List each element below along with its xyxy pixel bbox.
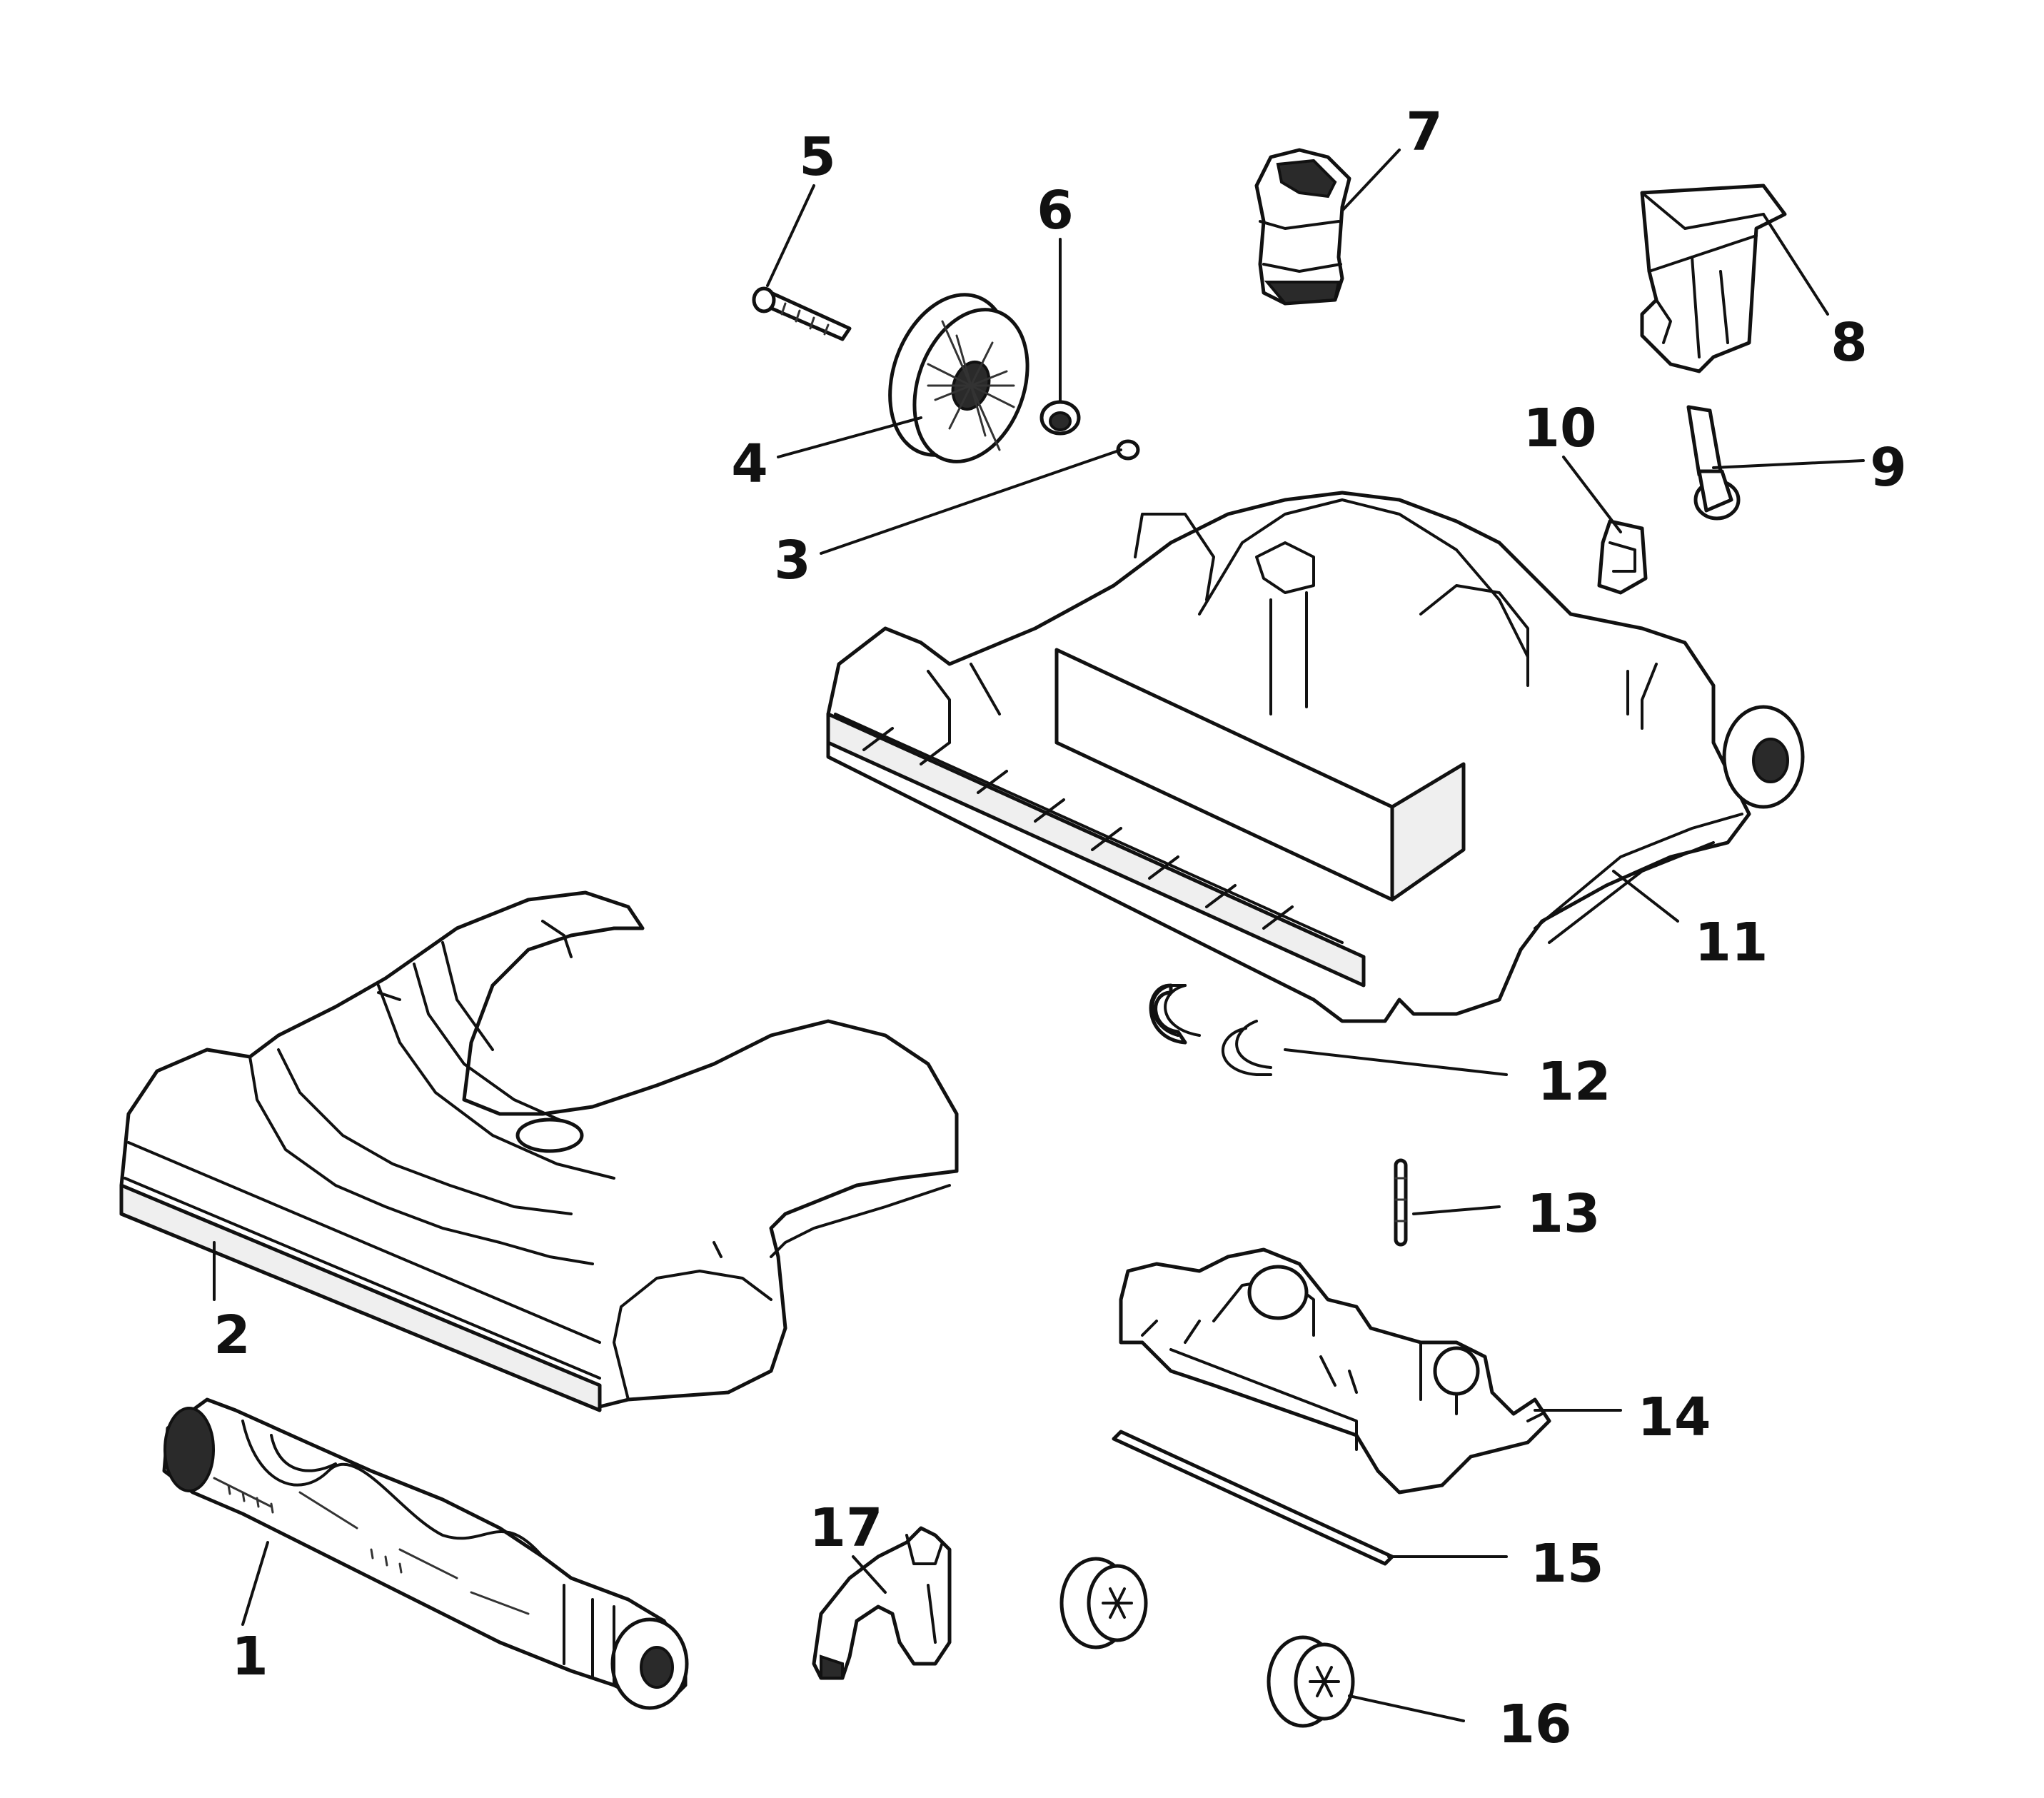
callout-10: 10: [1524, 398, 1597, 459]
callout-4: 4: [731, 433, 768, 495]
part-11-base-frame: [826, 491, 1805, 1045]
leader-9: [1712, 459, 1865, 469]
callout-15: 15: [1531, 1533, 1604, 1594]
part-12-clips: [1164, 984, 1272, 1076]
part-17-bracket: [812, 1526, 952, 1680]
part-2-hood: [119, 890, 959, 1412]
part-8-cover: [1640, 184, 1787, 373]
callout-7: 7: [1406, 101, 1443, 163]
wheel-unlabeled: [1059, 1557, 1148, 1649]
leader-3: [820, 448, 1122, 555]
part-14-carriage: [1119, 1247, 1551, 1495]
part-6-plug: [1039, 400, 1081, 436]
callout-2: 2: [213, 1305, 251, 1366]
callout-17: 17: [810, 1497, 883, 1559]
leader-4: [777, 416, 922, 458]
part-4-wheel: [888, 293, 1029, 463]
callout-11: 11: [1695, 912, 1768, 973]
leader-12: [1284, 1048, 1508, 1076]
callout-14: 14: [1638, 1387, 1711, 1448]
callout-16: 16: [1499, 1694, 1572, 1755]
callout-9: 9: [1870, 437, 1907, 498]
leader-11: [1612, 870, 1679, 923]
callout-13: 13: [1527, 1183, 1601, 1245]
part-1-brushroll: [162, 1397, 689, 1710]
leader-17: [852, 1555, 887, 1594]
callout-12: 12: [1538, 1051, 1611, 1113]
part-16-wheel: [1267, 1635, 1355, 1728]
leader-lines: [213, 149, 1865, 1722]
leader-16: [1348, 1694, 1465, 1722]
leader-8: [1762, 213, 1829, 316]
callout-1: 1: [231, 1626, 268, 1687]
part-10-latch: [1597, 519, 1648, 595]
callout-6: 6: [1037, 180, 1074, 241]
leader-7: [1341, 149, 1401, 212]
part-15-axle: [1112, 1430, 1394, 1566]
leader-10: [1562, 456, 1622, 533]
leader-1: [241, 1541, 269, 1626]
leader-5: [766, 184, 815, 287]
part-13-pin: [1394, 1158, 1408, 1247]
leader-13: [1412, 1205, 1501, 1215]
part-7-duct: [1254, 148, 1351, 306]
callout-3: 3: [774, 530, 811, 591]
part-9-bolt: [1686, 405, 1741, 521]
part-5-screw: [752, 286, 852, 341]
callout-8: 8: [1831, 312, 1868, 373]
callout-5: 5: [799, 126, 836, 188]
callout-labels: 1 2 3 4 5 6 7 8 9 10 11 12 13 14 15 16 1…: [213, 101, 1907, 1755]
